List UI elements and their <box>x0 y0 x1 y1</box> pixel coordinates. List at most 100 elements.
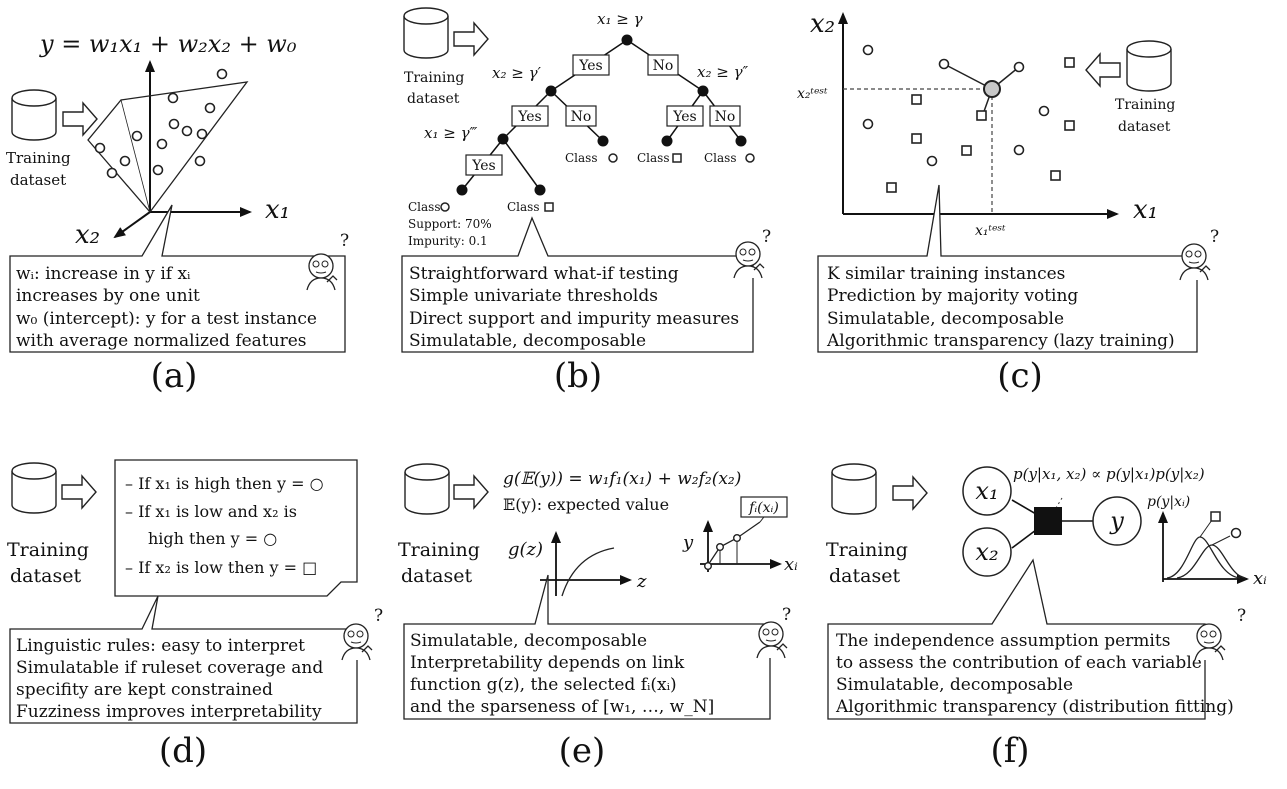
caption-f: (f) <box>990 731 1030 771</box>
axis-x2-label: x₂ <box>75 220 100 250</box>
training-label: Training <box>826 539 908 561</box>
training-label: Training <box>398 539 480 561</box>
database-icon <box>11 89 57 141</box>
right-arrow-icon <box>453 22 489 56</box>
callout-line-3: Simulatable, decomposable <box>836 675 1073 695</box>
dataset-label: dataset <box>10 565 81 587</box>
right-arrow-icon <box>892 476 928 510</box>
question-mark: ? <box>762 227 771 247</box>
question-mark: ? <box>782 605 791 625</box>
dataset-label: dataset <box>829 565 900 587</box>
edge-no-label: No <box>715 109 736 125</box>
callout-line-3: Direct support and impurity measures <box>409 309 739 329</box>
regression-plane <box>87 81 249 214</box>
callout-line-1: The independence assumption permits <box>836 631 1170 651</box>
training-points <box>862 44 1075 193</box>
thinking-person-icon <box>341 623 373 661</box>
leaf-class-symbols <box>440 153 755 212</box>
node-x1 <box>962 466 1012 516</box>
callout-line-3: specifity are kept constrained <box>16 680 273 700</box>
gam-equation: g(𝔼(y)) = w₁f₁(x₁) + w₂f₂(x₂) <box>503 469 741 489</box>
axis-x1-label: x₁ <box>1133 195 1158 225</box>
edge-no-label: No <box>571 109 592 125</box>
caption-d: (d) <box>158 731 208 771</box>
tree-nodes <box>456 34 747 196</box>
callout-line-2: Interpretability depends on link <box>410 653 685 673</box>
leftleft-condition: x₁ ≥ γ‴ <box>424 124 478 142</box>
callout-box <box>817 184 1198 353</box>
thinking-person-icon <box>733 241 765 279</box>
edge-yes-label: Yes <box>471 158 496 174</box>
left-condition: x₂ ≥ γ′ <box>492 64 542 82</box>
callout-line-4: Algorithmic transparency (distribution f… <box>835 697 1234 717</box>
axis-x1-label: x₁ <box>265 195 290 225</box>
ruleset-box <box>114 459 358 597</box>
panel-d: Training dataset – If x₁ is high then y … <box>7 459 383 724</box>
dataset-label: dataset <box>407 91 460 107</box>
thinking-person-icon <box>756 621 788 659</box>
callout-line-4: and the sparseness of [w₁, …, w_N] <box>410 697 714 717</box>
root-condition: x₁ ≥ γ <box>597 10 643 28</box>
callout-line-3: function g(z), the selected fᵢ(xᵢ) <box>410 675 677 695</box>
callout-box <box>403 574 771 720</box>
training-label: Training <box>6 149 71 167</box>
callout-line-1: Straightforward what-if testing <box>409 264 679 284</box>
caption-c: (c) <box>997 356 1043 396</box>
node-y <box>1092 496 1142 546</box>
xi-axis-label: xᵢ <box>784 554 798 575</box>
thinking-person-icon <box>1194 623 1226 661</box>
right-arrow-icon <box>62 102 98 136</box>
callout-line-1: wᵢ: increase in y if xᵢ <box>16 264 191 284</box>
y-axis-label: y <box>682 532 694 553</box>
callout-line-4: Algorithmic transparency (lazy training) <box>826 331 1175 351</box>
callout-line-3: w₀ (intercept): y for a test instance <box>16 309 317 329</box>
shape-function-label: fᵢ(xᵢ) <box>748 500 779 516</box>
question-mark: ? <box>374 606 383 626</box>
callout-line-4: Simulatable, decomposable <box>409 331 646 351</box>
impurity-label: Impurity: 0.1 <box>408 234 488 248</box>
factor-node <box>1034 507 1062 535</box>
callout-line-2: to assess the contribution of each varia… <box>836 653 1202 673</box>
test-instance <box>983 80 1001 98</box>
callout-line-2: Simulatable if ruleset coverage and <box>16 658 323 678</box>
caption-a: (a) <box>150 356 198 396</box>
x1test-label: x₁ᵗᵉˢᵗ <box>975 223 1006 239</box>
naive-bayes-equation: p(y|x₁, x₂) ∝ p(y|x₁)p(y|x₂) <box>1013 465 1205 483</box>
thinking-person-icon <box>1179 243 1211 281</box>
regression-equation: y = w₁x₁ + w₂x₂ + w₀ <box>39 30 297 58</box>
question-mark: ? <box>1237 606 1246 626</box>
database-icon <box>831 463 877 515</box>
node-x1-label: x₁ <box>975 477 998 505</box>
callout-line-2: Prediction by majority voting <box>827 286 1078 306</box>
callout-line-3: Simulatable, decomposable <box>827 309 1064 329</box>
panel-b: Training dataset x₁ ≥ γ x₂ ≥ γ′ x₂ ≥ γ″ … <box>401 7 771 353</box>
training-label: Training <box>404 70 464 86</box>
edge-no-label: No <box>653 58 674 74</box>
database-icon <box>1126 40 1172 92</box>
expected-value-label: 𝔼(y): expected value <box>503 495 669 514</box>
rule-line-1: – If x₁ is high then y = ○ <box>125 474 324 493</box>
right-arrow-icon <box>61 475 97 509</box>
database-icon <box>11 462 57 514</box>
panel-e: Training dataset g(𝔼(y)) = w₁f₁(x₁) + w₂… <box>398 463 798 720</box>
node-x2 <box>962 527 1012 577</box>
callout-line-1: Simulatable, decomposable <box>410 631 647 651</box>
question-mark: ? <box>1210 227 1219 247</box>
database-icon <box>403 7 449 59</box>
link-function-curve <box>561 547 615 597</box>
callout-line-4: Fuzziness improves interpretability <box>16 702 322 722</box>
leaf-class-label: Class <box>637 151 670 165</box>
training-label: Training <box>7 539 89 561</box>
callout-box <box>827 558 1206 720</box>
rule-line-3: high then y = ○ <box>148 529 277 548</box>
support-label: Support: 70% <box>408 217 492 231</box>
leaf-class-label: Class <box>507 200 540 214</box>
node-x2-label: x₂ <box>975 538 998 566</box>
right-condition: x₂ ≥ γ″ <box>697 63 749 81</box>
leaf-class-label: Class <box>704 151 737 165</box>
callout-line-1: K similar training instances <box>827 264 1065 284</box>
panel-c: x₂ x₁ x₂ᵗᵉˢᵗ x₁ᵗᵉˢᵗ Training dataset K s… <box>797 9 1219 353</box>
edge-yes-label: Yes <box>517 109 542 125</box>
